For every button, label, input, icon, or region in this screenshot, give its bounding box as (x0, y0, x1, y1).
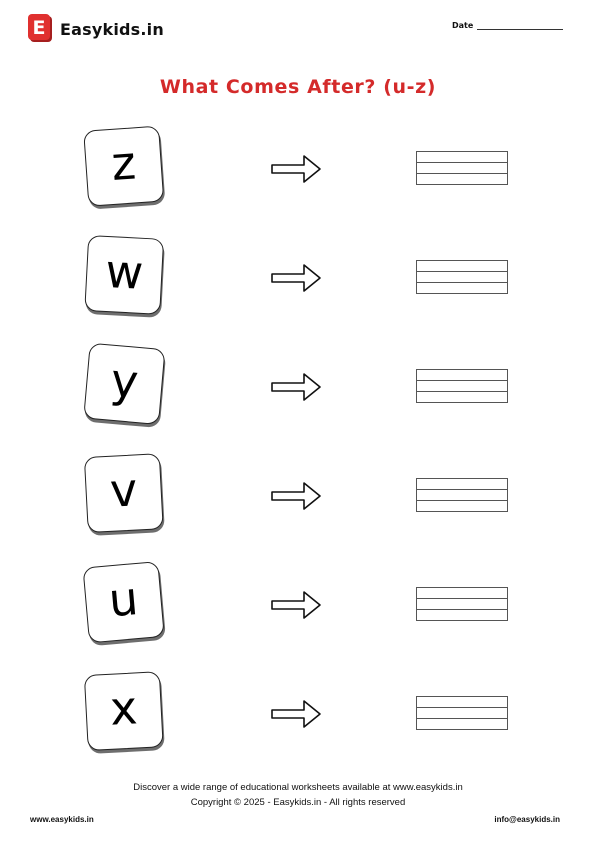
right-arrow-icon (271, 591, 321, 619)
exercise-row: w (0, 233, 596, 342)
brand-name: Easykids.in (60, 19, 164, 39)
answer-box[interactable] (416, 260, 508, 294)
letter-card: y (80, 342, 171, 433)
right-arrow-icon (271, 700, 321, 728)
right-arrow-icon (271, 155, 321, 183)
letter: y (108, 352, 141, 409)
right-arrow-icon (271, 482, 321, 510)
date-line[interactable] (477, 21, 564, 30)
letter: w (104, 243, 145, 300)
worksheet-title: What Comes After? (u-z) (159, 76, 437, 98)
exercise-row: v (0, 451, 596, 560)
letter-card: w (82, 234, 170, 323)
right-arrow-icon (271, 373, 321, 401)
letter: u (106, 571, 141, 628)
letter: v (108, 462, 139, 518)
letter-card: z (81, 125, 171, 215)
exercise-row: x (0, 669, 596, 778)
letter: z (109, 135, 138, 191)
answer-box[interactable] (416, 696, 508, 730)
answer-box[interactable] (416, 478, 508, 512)
brand-logo: E Easykids.in (28, 12, 164, 46)
exercise-list: z w y v (0, 124, 596, 778)
letter-card: v (82, 453, 170, 541)
exercise-row: y (0, 342, 596, 451)
date-field[interactable]: Date (452, 21, 564, 30)
date-label: Date (452, 21, 474, 30)
footer-email-link[interactable]: info@easykids.in (494, 815, 560, 824)
footer-copyright: Copyright © 2025 - Easykids.in - All rig… (190, 797, 406, 808)
footer-website-link[interactable]: www.easykids.in (30, 815, 94, 824)
letter-card: x (82, 671, 170, 759)
exercise-row: u (0, 560, 596, 669)
answer-box[interactable] (416, 369, 508, 403)
right-arrow-icon (271, 264, 321, 292)
logo-letter: E (33, 17, 46, 39)
letter-card: u (80, 560, 171, 651)
letter: x (108, 680, 139, 736)
answer-box[interactable] (416, 587, 508, 621)
exercise-row: z (0, 124, 596, 233)
easykids-logo-icon: E (28, 14, 52, 42)
answer-box[interactable] (416, 151, 508, 185)
footer-promo: Discover a wide range of educational wor… (133, 782, 463, 793)
